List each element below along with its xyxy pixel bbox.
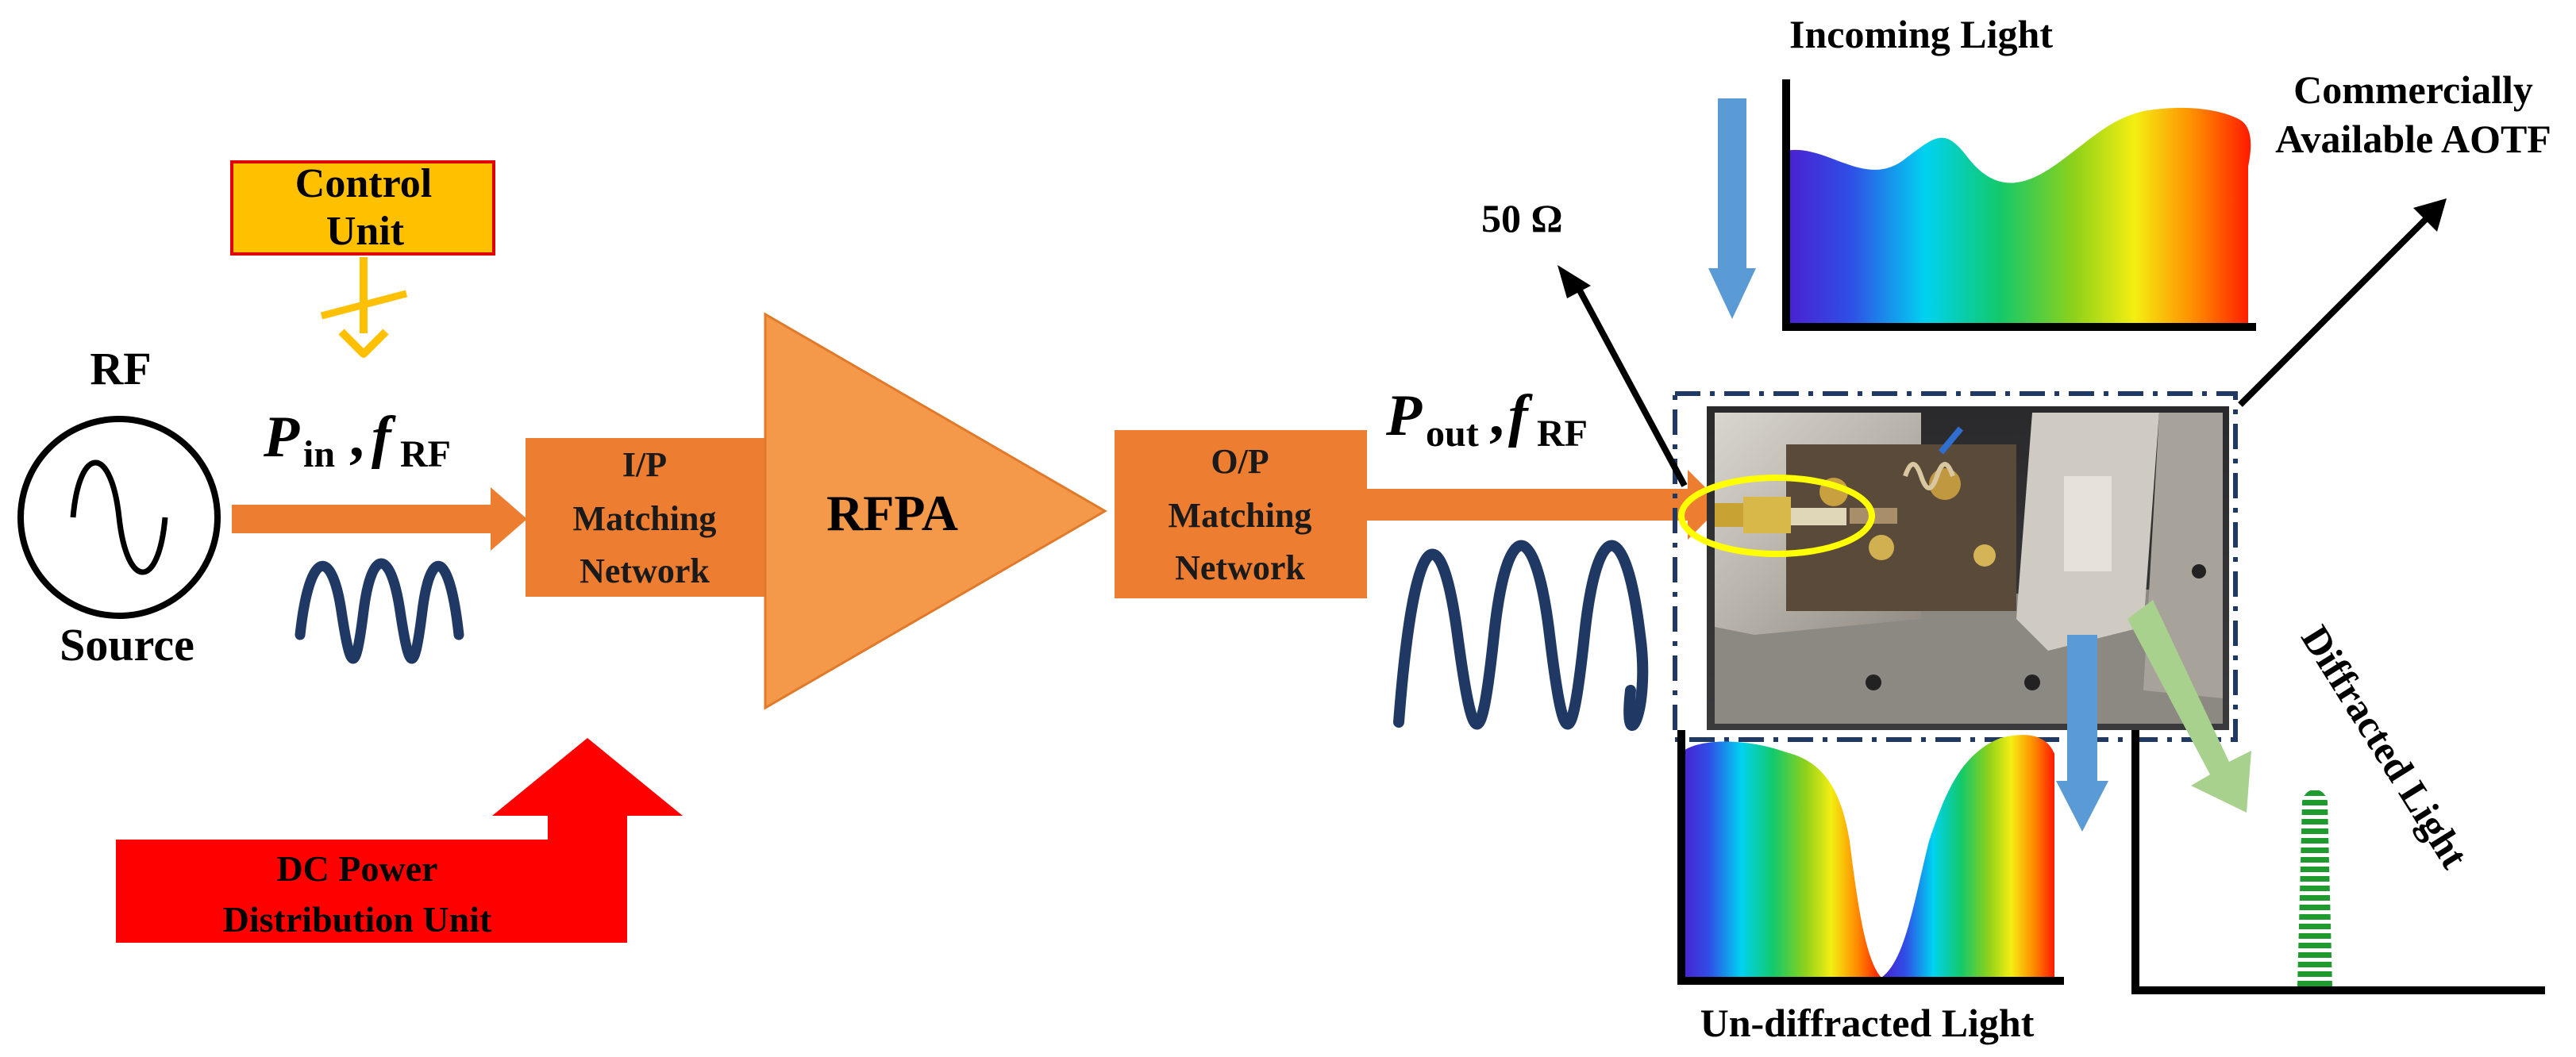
diffracted-green-arrow — [2127, 600, 2251, 813]
control-unit-box — [230, 160, 495, 256]
diffracted-peak — [2297, 790, 2332, 987]
ip-matching-line2: Matching — [573, 499, 717, 538]
arrow-source-to-ip — [232, 487, 527, 551]
input-wave-icon — [295, 558, 464, 664]
input-comma: , — [349, 405, 364, 470]
aotf-device-photo — [1707, 406, 2229, 730]
rfpa-label: RFPA — [826, 485, 958, 541]
rf-source-label-top: RF — [90, 343, 151, 394]
control-unit: Control Unit — [230, 160, 495, 358]
aotf-label-line2: Available AOTF — [2275, 117, 2551, 161]
op-matching-network: O/P Matching Network — [1115, 430, 1367, 598]
incoming-spectrum-fill — [1786, 107, 2251, 326]
control-unit-line2: Unit — [326, 209, 405, 254]
op-matching-line1: O/P — [1211, 442, 1269, 481]
output-p-symbol: P — [1385, 383, 1423, 448]
aotf-callout: Commercially Available AOTF — [2238, 67, 2551, 407]
incoming-light-spectrum: Incoming Light — [1708, 12, 2256, 331]
op-matching-box — [1115, 430, 1367, 598]
ip-matching-box — [526, 438, 768, 597]
input-p-subscript: in — [303, 433, 335, 475]
dc-power-distribution-unit: DC Power Distribution Unit — [116, 738, 683, 943]
control-unit-line1: Control — [295, 161, 432, 206]
dc-power-line2: Distribution Unit — [223, 899, 492, 940]
undiffracted-light-label: Un-diffracted Light — [1700, 1001, 2035, 1045]
sma-connector — [1715, 503, 1746, 527]
rf-source-label-bottom: Source — [60, 619, 194, 671]
undiffracted-fill-right — [1881, 735, 2054, 978]
sine-icon — [70, 459, 168, 575]
op-matching-line3: Network — [1175, 548, 1305, 587]
circuit-board — [1786, 444, 2016, 611]
undiffracted-fill-left — [1681, 741, 1881, 978]
input-f-subscript: RF — [400, 433, 451, 475]
rf-source: RF Source — [17, 343, 221, 671]
op-matching-line2: Matching — [1169, 496, 1312, 535]
rfpa-amplifier: RFPA — [764, 312, 1107, 710]
undiffracted-light-spectrum: Un-diffracted Light — [1677, 635, 2108, 1045]
output-comma: , — [1489, 383, 1504, 448]
control-slash-mark — [320, 290, 408, 320]
incoming-axes — [1782, 79, 2256, 331]
undiffracted-blue-arrow — [2067, 635, 2097, 786]
diffracted-axes — [2131, 730, 2545, 994]
termination-callout: 50 Ω — [1481, 196, 1688, 487]
output-f-symbol: f — [1508, 383, 1533, 448]
output-f-subscript: RF — [1537, 413, 1588, 455]
arrow-op-to-aotf — [1367, 470, 1723, 540]
ip-matching-network: I/P Matching Network — [526, 438, 768, 597]
rfpa-triangle — [764, 312, 1107, 710]
aotf-label-line1: Commercially — [2293, 67, 2533, 112]
dc-power-line1: DC Power — [276, 848, 437, 889]
input-p-symbol: P — [263, 405, 300, 470]
ip-matching-line3: Network — [580, 552, 710, 590]
termination-label: 50 Ω — [1481, 196, 1563, 240]
aotf-dashdot-frame — [1673, 391, 2238, 742]
input-f-symbol: f — [372, 405, 396, 470]
ip-matching-line1: I/P — [622, 445, 667, 484]
output-signal-label: P out , f RF — [1385, 383, 1588, 455]
output-wave-icon — [1393, 540, 1649, 732]
incoming-light-label: Incoming Light — [1789, 12, 2053, 56]
output-p-subscript: out — [1426, 413, 1479, 455]
incoming-blue-arrow — [1718, 98, 1746, 273]
undiffracted-axes — [1677, 730, 2064, 985]
input-signal-label: P in , f RF — [263, 405, 451, 475]
connector-highlight-ellipse — [1678, 475, 1875, 557]
